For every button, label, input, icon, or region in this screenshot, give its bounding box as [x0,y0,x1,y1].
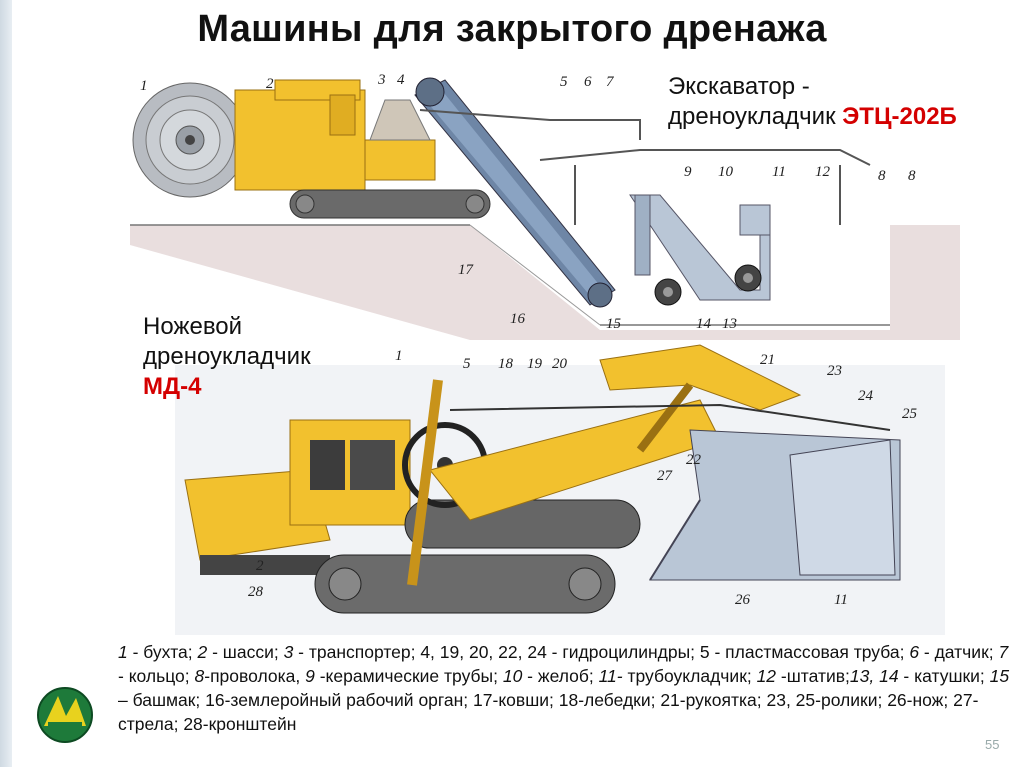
top-label-3: 3 [377,72,386,88]
top-label-6: 6 [584,74,592,90]
slide-left-strip [0,0,12,767]
legend-num: 7 [998,642,1009,662]
bottom-label-27: 27 [657,468,674,484]
legend-text-item: – башмак; 16-землеройный рабочий орган; … [118,690,979,734]
legend-text-item: трубоукладчик; [622,666,757,686]
caption-knife-layer: Ножевой дреноукладчик МД-4 [143,312,311,402]
caption-excavator: Экскаватор - дреноукладчик ЭТЦ-202Б [668,72,957,132]
university-logo-icon [37,687,93,743]
legend-num: 12 [756,666,777,686]
caption-excavator-model: ЭТЦ-202Б [842,103,957,130]
bottom-label-5: 5 [463,356,471,372]
top-label-1: 1 [140,78,148,94]
bottom-label-19: 19 [527,356,543,372]
caption-knife-model: МД-4 [143,373,202,400]
bottom-label-22: 22 [686,452,702,468]
caption-excavator-line2: дреноукладчик ЭТЦ-202Б [668,102,957,132]
legend-num: 9 [305,666,315,686]
top-label-8a: 8 [878,168,886,184]
top-label-17: 17 [458,262,475,278]
page-number: 55 [985,737,1000,752]
top-label-4: 4 [397,72,405,88]
bottom-label-2: 2 [256,558,264,574]
legend-text-item: -штатив; [776,666,850,686]
top-label-9: 9 [684,164,692,180]
caption-knife-line2: дреноукладчик [143,343,311,370]
legend-text-item: -керамические трубы; [314,666,503,686]
legend-num: 15 [989,666,1010,686]
legend-num: 10 [502,666,523,686]
legend-num: 8 [194,666,205,686]
top-label-14: 14 [696,316,712,332]
bottom-label-21: 21 [760,352,775,368]
top-label-16: 16 [510,311,526,327]
legend-num: 2 [197,642,208,662]
caption-excavator-line1: Экскаватор - [668,73,810,100]
top-label-8b: 8 [908,168,916,184]
legend-num: 1 [118,642,128,662]
legend-num: 11- [598,666,623,686]
bottom-label-1: 1 [395,348,403,364]
top-label-5: 5 [560,74,568,90]
top-label-7: 7 [606,74,615,90]
caption-knife-line1: Ножевой [143,313,243,340]
legend-text-item: - желоб; [522,666,599,686]
top-label-2: 2 [266,76,274,92]
knife-drain-layer-md4-illustration: 1 5 18 19 20 21 23 24 25 22 27 26 11 2 2… [175,344,945,635]
bottom-label-18: 18 [498,356,514,372]
excavator-etc-202b-illustration: 1 2 3 4 5 6 7 8 8 9 10 11 12 13 14 15 16… [130,72,960,340]
legend-num: 6 [909,642,920,662]
bottom-label-23: 23 [827,363,842,379]
top-label-13: 13 [722,316,737,332]
page-title: Машины для закрытого дренажа [197,8,827,50]
legend-text-item: - шасси; [207,642,284,662]
legend-text-item: - кольцо; [118,666,195,686]
bottom-label-25: 25 [902,406,918,422]
bottom-label-11: 11 [834,592,848,608]
bottom-label-24: 24 [858,388,874,404]
bottom-label-28: 28 [248,584,264,600]
bottom-label-20: 20 [552,356,568,372]
top-label-11: 11 [772,164,786,180]
legend-text-item: - датчик; [919,642,999,662]
legend-num: 3 [283,642,294,662]
legend-text-item: - катушки; [898,666,990,686]
top-label-12: 12 [815,164,831,180]
legend-text-item: - бухта; [127,642,198,662]
legend-text: 1 - бухта; 2 - шасси; 3 - транспортер; 4… [118,640,1018,736]
legend-text-item: -проволока, [204,666,306,686]
top-label-15: 15 [606,316,622,332]
caption-excavator-prefix: дреноукладчик [668,103,843,130]
top-label-10: 10 [718,164,734,180]
legend-text-item: - транспортер; 4, 19, 20, 22, 24 - гидро… [293,642,910,662]
bottom-label-26: 26 [735,592,751,608]
legend-num: 13, 14 [849,666,899,686]
